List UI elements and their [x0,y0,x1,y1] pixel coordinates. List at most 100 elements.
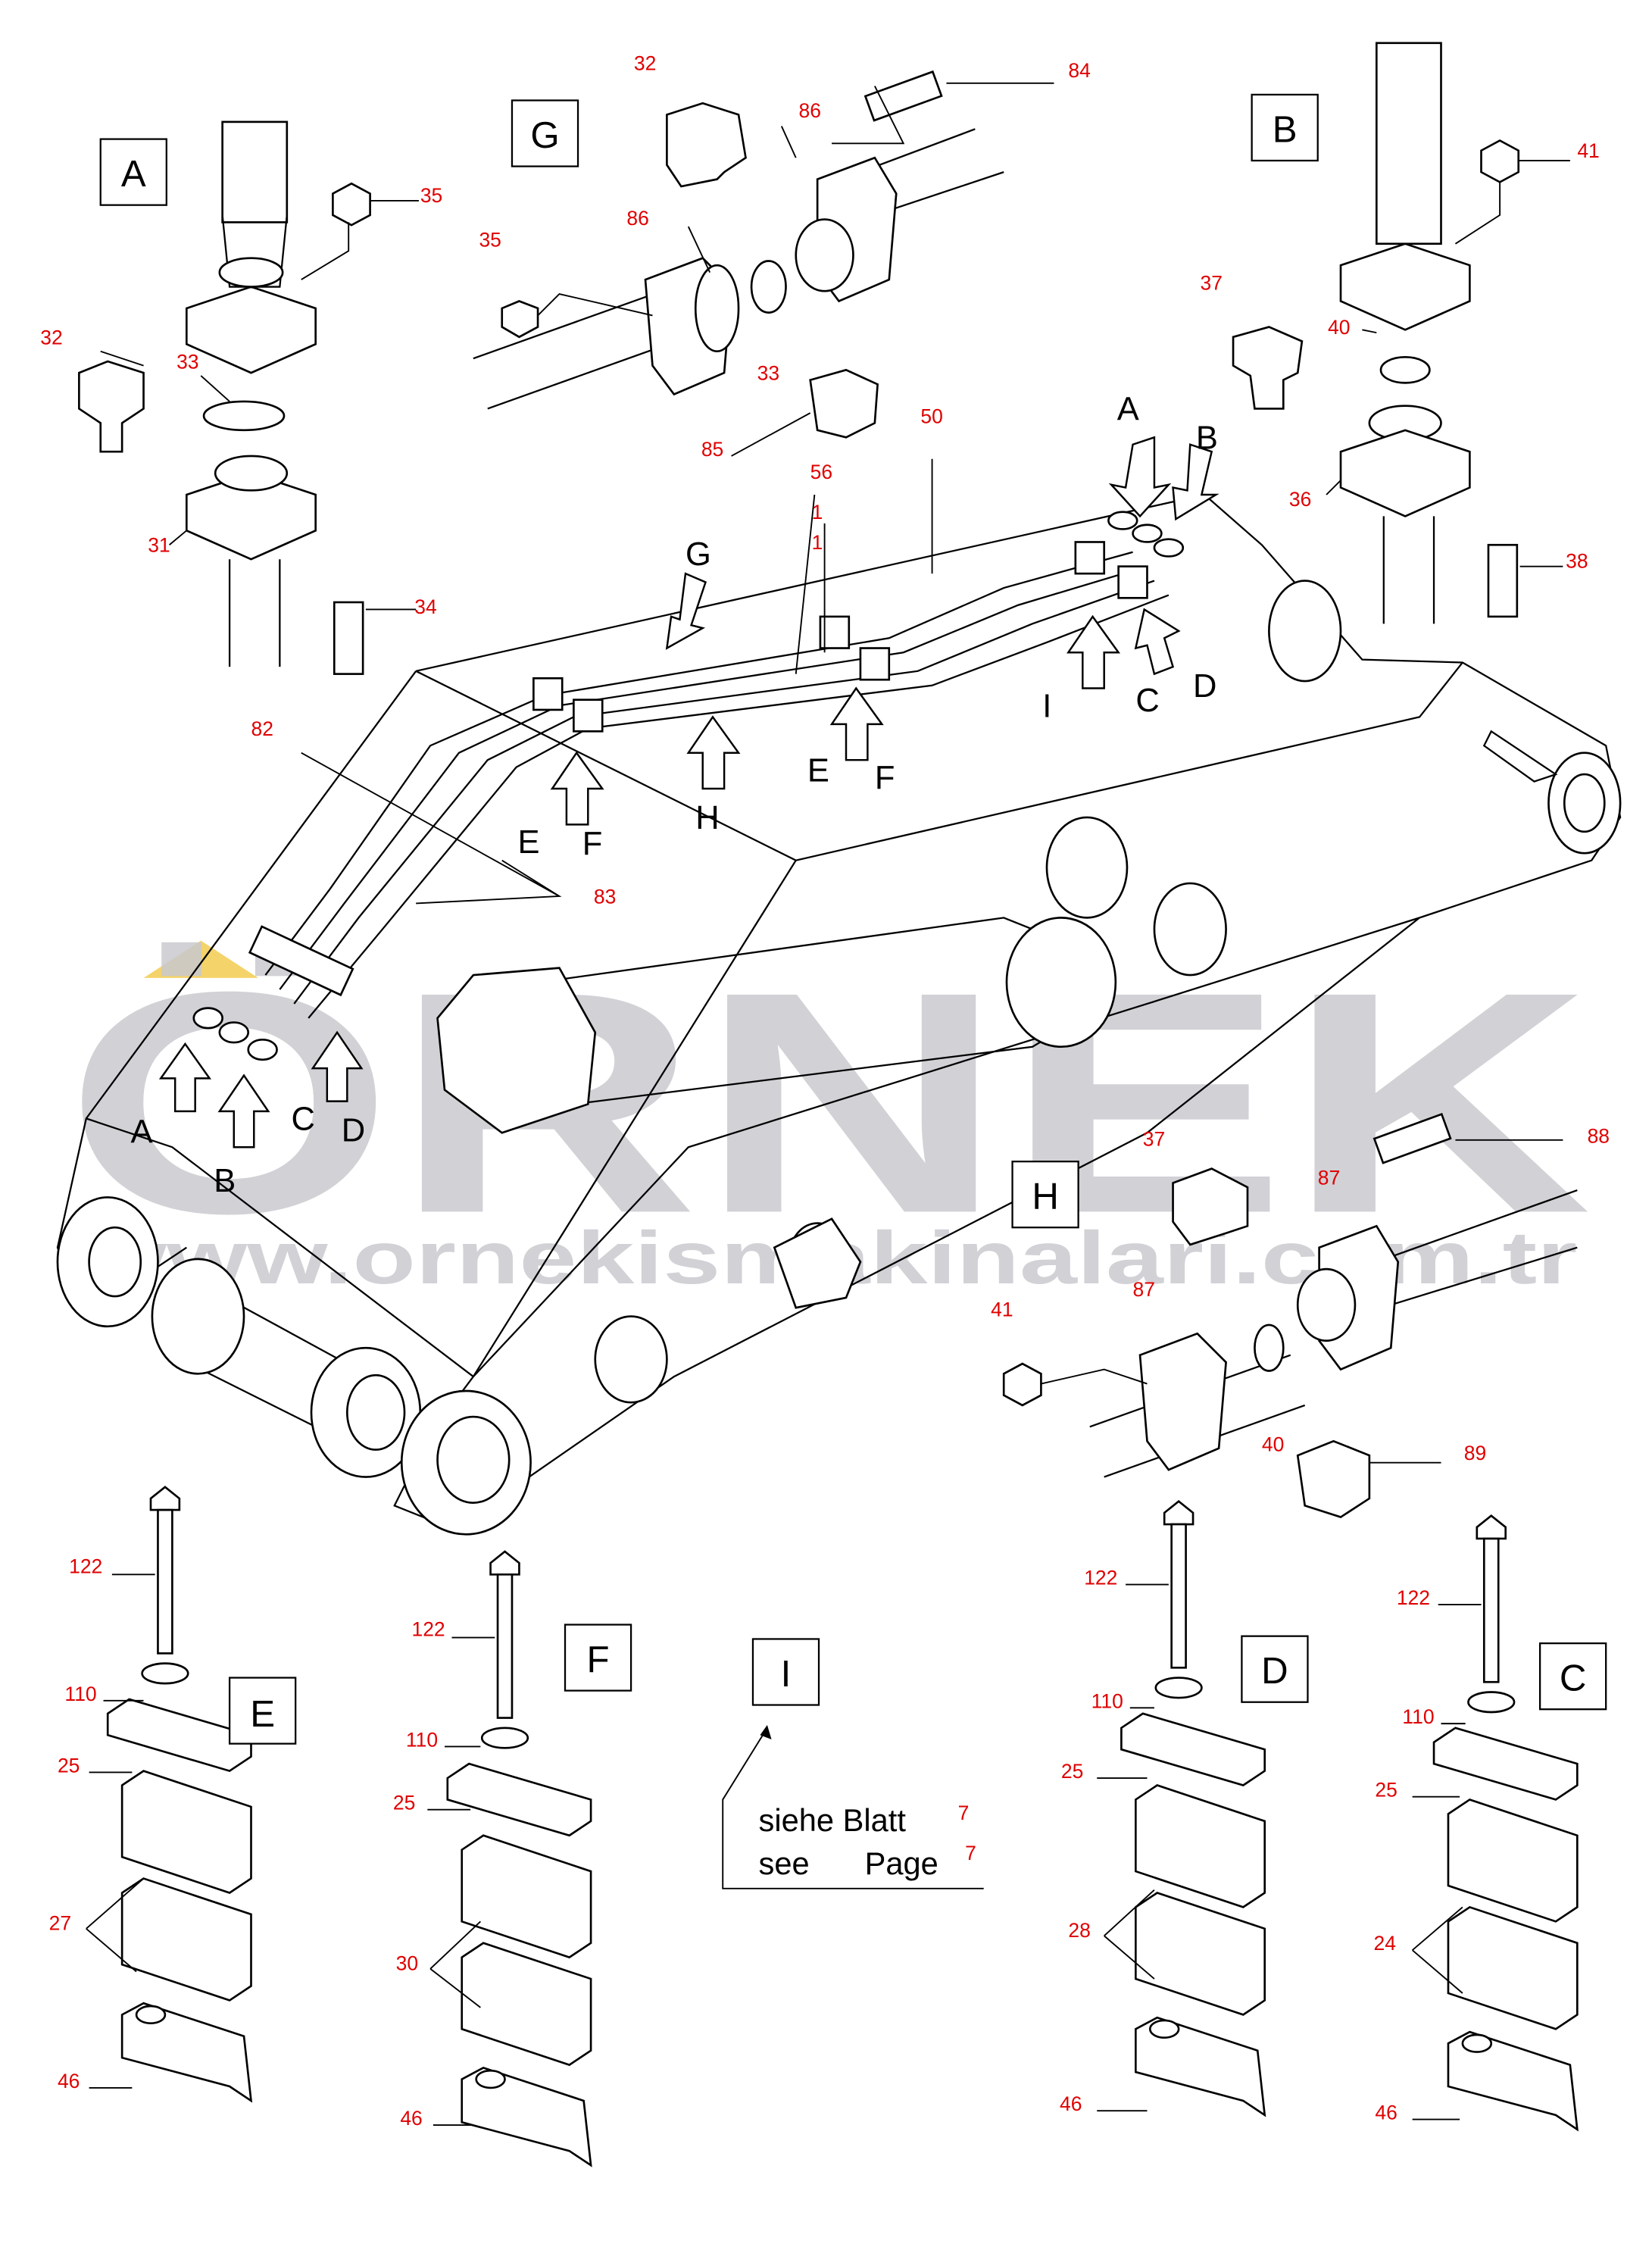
part-number: 87 [1318,1166,1340,1189]
detail-label-f: F [587,1639,610,1680]
part-number: 46 [400,2107,422,2130]
part-number: 36 [1289,488,1311,511]
detail-b: B 41 37 40 36 38 [1201,42,1600,624]
page-reference[interactable]: 7 [958,1802,970,1824]
arrow-label: I [1042,688,1051,724]
part-number: 37 [1143,1127,1165,1150]
detail-c: C 122 110 25 24 46 [1374,1514,1607,2131]
detail-box-c [1538,1642,1607,1711]
part-number: 110 [406,1728,438,1751]
detail-g: G 32 84 86 86 35 33 85 [473,52,1091,461]
part-number: 33 [757,362,779,385]
part-number: 38 [1566,550,1588,573]
detail-label-b: B [1273,108,1298,150]
detail-a: A 35 32 33 31 34 [40,120,442,675]
part-number: 25 [1375,1779,1397,1802]
part-number: 86 [626,207,648,230]
detail-box-i [751,1638,820,1706]
detail-label-d: D [1261,1650,1288,1692]
view-arrows [158,436,1219,1149]
part-number: 41 [991,1299,1013,1321]
part-number: 56 [810,461,832,483]
part-number: 27 [49,1912,71,1935]
part-number: 35 [420,184,442,207]
detail-box-d [1241,1635,1309,1703]
part-number: 40 [1328,316,1350,339]
part-number: 28 [1068,1919,1090,1942]
detail-i: I siehe Blatt see Page 7 7 [722,1638,984,1889]
arrow-label: B [214,1163,236,1199]
detail-d: D 122 110 25 28 46 [1060,1500,1309,2117]
note-siehe-blatt: siehe Blatt [759,1802,907,1838]
detail-box-f [564,1624,632,1692]
part-number: 1 [812,531,823,554]
part-number: 41 [1577,139,1599,162]
arrow-label: H [695,800,719,836]
arrow-label: D [1193,668,1216,705]
detail-label-c: C [1560,1658,1587,1699]
arrow-label: B [1196,420,1218,456]
arrow-label: A [1117,392,1139,428]
part-number: 32 [634,52,656,75]
part-number: 35 [479,229,501,252]
detail-label-e: E [250,1693,275,1735]
detail-e: E 122 110 25 27 46 [49,1486,297,2102]
part-number: 88 [1588,1125,1610,1148]
part-number: 25 [58,1754,80,1777]
part-number: 122 [69,1555,102,1577]
arrow-label: A [130,1114,152,1151]
detail-box-b [1251,93,1319,162]
arrow-label: G [685,536,711,573]
page-reference[interactable]: 7 [965,1842,976,1864]
part-number: 46 [1375,2102,1397,2124]
arrow-label: F [582,826,603,862]
detail-h: H 88 37 87 87 41 40 89 [991,1112,1610,1519]
part-number: 110 [1091,1689,1123,1712]
part-number: 87 [1133,1278,1155,1301]
part-number: 30 [396,1952,418,1975]
detail-label-i: I [781,1653,792,1695]
detail-label-g: G [530,114,559,156]
part-number: 110 [1402,1705,1434,1728]
part-number: 46 [1060,2092,1082,2115]
part-number: 122 [1084,1567,1117,1589]
detail-box-g [511,99,579,167]
arrow-label: C [1135,683,1159,719]
part-number: 50 [920,405,942,427]
detail-f: F 122 110 25 30 46 [393,1550,632,2167]
part-number: 83 [594,885,616,908]
part-number: 86 [799,99,821,122]
detail-label-h: H [1032,1176,1059,1217]
part-number: 32 [40,326,62,348]
part-number: 33 [176,350,198,373]
part-number: 85 [701,438,723,461]
part-number: 37 [1201,271,1223,294]
part-number: 89 [1464,1442,1486,1464]
part-number: 34 [414,595,436,618]
main-labels: 50 56 1 1 82 83 A B G I C D E F H E F A … [130,392,1217,1199]
note-see: see [759,1845,810,1881]
part-number: 122 [411,1618,445,1641]
boom-assembly [56,458,1622,1536]
detail-label-a: A [121,153,146,195]
part-number: 40 [1262,1433,1284,1456]
part-number: 1 [812,501,823,523]
part-number: 84 [1068,59,1090,82]
detail-box-h [1011,1161,1079,1229]
arrow-label: E [807,753,829,789]
part-number: 24 [1374,1932,1396,1955]
part-number: 82 [251,717,273,740]
note-page: Page [865,1845,938,1881]
part-number: 46 [58,2070,80,2092]
part-number: 25 [393,1792,415,1814]
detail-box-e [228,1677,297,1745]
arrow-label: D [342,1113,365,1149]
arrow-label: F [875,760,895,796]
part-number: 25 [1061,1760,1083,1783]
detail-box-a [99,138,167,206]
watermark-logo-mark [143,940,258,978]
part-number: 31 [148,534,170,557]
arrow-label: C [291,1102,314,1138]
part-number: 110 [64,1683,96,1705]
